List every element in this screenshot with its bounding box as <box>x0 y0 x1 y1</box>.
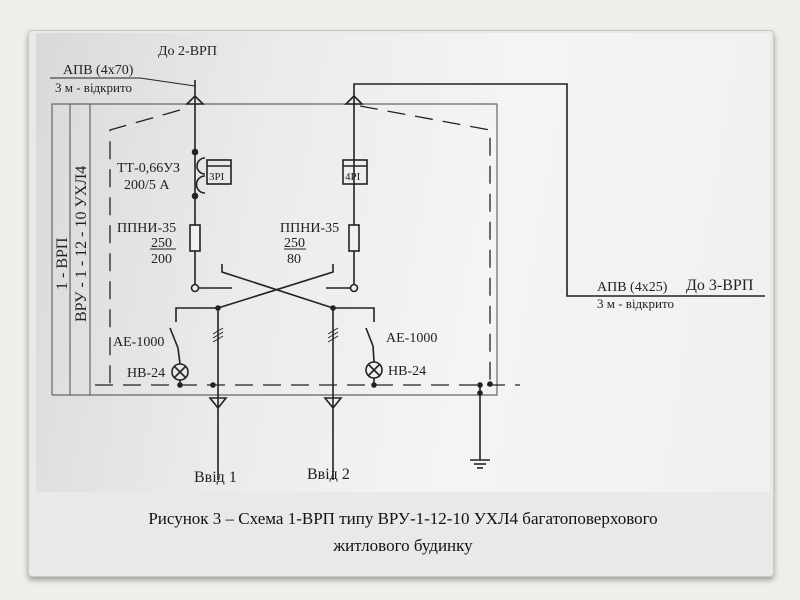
meter-4pi-icon <box>342 159 368 185</box>
wire <box>175 307 218 322</box>
lamp-right-icon <box>365 361 383 379</box>
cable-out-label: АПВ (4х25) <box>597 280 668 295</box>
wire <box>333 307 375 322</box>
current-transformer-icon <box>195 157 206 194</box>
panel-enclosure <box>51 103 498 396</box>
ground-icon <box>470 459 490 469</box>
cable-in-length: 3 м - відкрито <box>55 80 132 95</box>
caption-line-1: Рисунок 3 – Схема 1-ВРП типу ВРУ-1-12-10… <box>148 509 658 528</box>
input-1-terminal-icon <box>208 397 228 410</box>
feeder-out-line <box>353 83 765 297</box>
to-vrp3-label: До 3-ВРП <box>686 277 754 294</box>
switch-contact-icon <box>190 283 200 293</box>
fuse-left-icon <box>189 224 201 252</box>
input-2-label: Ввід 2 <box>307 466 350 483</box>
cable-in-label: АПВ (4х70) <box>63 63 134 78</box>
junction-dot <box>191 148 199 156</box>
meter-right-label: 4PI <box>345 171 361 183</box>
breaker-right-label: АЕ-1000 <box>386 331 437 346</box>
switch-contact-icon <box>349 283 359 293</box>
junction-dot <box>191 192 199 200</box>
ct-ratio: 200/5 А <box>124 178 170 193</box>
three-phase-marks-icon <box>212 327 339 343</box>
breaker-left-label: АЕ-1000 <box>113 335 164 350</box>
fuse-left-rating: 250 <box>151 236 172 251</box>
lamp-right-label: НВ-24 <box>388 364 426 379</box>
lamp-left-icon <box>171 363 189 381</box>
cable-in-leader <box>50 77 196 87</box>
caption-line-2: житлового будинку <box>333 536 473 555</box>
input-2-terminal-icon <box>323 397 343 410</box>
dashed-boundary <box>95 105 520 386</box>
transfer-switch-icon <box>217 264 334 309</box>
fuse-left-type: ППНИ-35 <box>117 221 176 236</box>
junction-dot <box>177 382 183 388</box>
figure-caption: Рисунок 3 – Схема 1-ВРП типу ВРУ-1-12-10… <box>36 505 770 559</box>
meter-3pi-icon <box>206 159 232 185</box>
lamp-left-label: НВ-24 <box>127 366 165 381</box>
cable-out-length: 3 м - відкрито <box>597 296 674 311</box>
fuse-right-insert: 80 <box>287 252 301 267</box>
ct-label: ТТ-0,66УЗ <box>117 161 180 176</box>
junction-dot <box>210 382 216 388</box>
panel-type-label: ВРУ - 1 - 12 - 10 УХЛ4 <box>73 166 90 322</box>
panel-label: 1 - ВРП <box>54 237 71 290</box>
fuse-right-icon <box>348 224 360 252</box>
input-1-label: Ввід 1 <box>194 469 237 486</box>
to-vrp2-label: До 2-ВРП <box>158 44 217 59</box>
breaker-right-icon <box>365 327 374 347</box>
fuse-right-rating: 250 <box>284 236 305 251</box>
terminal-triangle-icon <box>344 94 364 105</box>
breaker-left-icon <box>169 327 179 349</box>
fuse-right-type: ППНИ-35 <box>280 221 339 236</box>
junction-dot <box>371 382 377 388</box>
meter-left-label: 3PI <box>209 171 225 183</box>
fuse-left-insert: 200 <box>151 252 172 267</box>
wire <box>372 345 375 363</box>
wire <box>177 347 181 365</box>
junction-dot <box>487 381 493 387</box>
schematic-diagram: До 2-ВРП АПВ (4х70) 3 м - відкрито 1 - В… <box>50 44 765 486</box>
terminal-triangle-icon <box>185 94 205 105</box>
schematic-photo: До 2-ВРП АПВ (4х70) 3 м - відкрито 1 - В… <box>36 33 770 492</box>
